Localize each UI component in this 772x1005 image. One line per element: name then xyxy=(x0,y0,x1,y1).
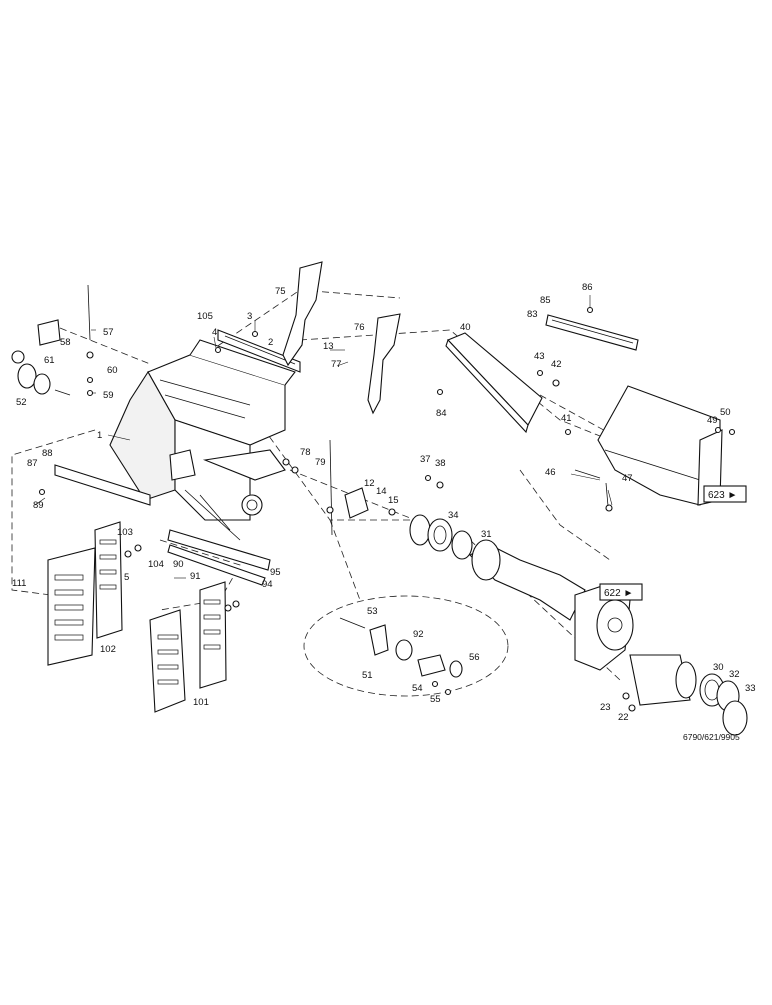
callout-88: 88 xyxy=(42,448,53,459)
callout-2: 2 xyxy=(268,337,273,348)
callout-53: 53 xyxy=(367,606,378,617)
reference-623[interactable]: 623 ► xyxy=(703,485,747,503)
callout-34: 34 xyxy=(448,510,459,521)
callout-23: 23 xyxy=(600,702,611,713)
hardware-bolts xyxy=(38,306,736,712)
callout-40: 40 xyxy=(460,322,471,333)
callout-58: 58 xyxy=(60,337,71,348)
front-bars xyxy=(54,464,271,586)
callout-labels: 1 2 3 4 5 12 13 14 15 22 23 30 31 32 33 … xyxy=(12,282,756,723)
callout-83: 83 xyxy=(527,309,538,320)
ref-622-text: 622 ► xyxy=(604,588,633,599)
callout-12: 12 xyxy=(364,478,375,489)
bearings xyxy=(409,514,473,560)
callout-33: 33 xyxy=(745,683,756,694)
rear-deflector xyxy=(597,385,723,506)
callout-57: 57 xyxy=(103,327,114,338)
callout-86: 86 xyxy=(582,282,593,293)
callout-22: 22 xyxy=(618,712,629,723)
callout-60: 60 xyxy=(107,365,118,376)
callout-76: 76 xyxy=(354,322,365,333)
callout-101: 101 xyxy=(193,697,209,708)
paddle-slots xyxy=(54,539,221,685)
callout-59: 59 xyxy=(103,390,114,401)
callout-3: 3 xyxy=(247,311,252,322)
callout-55: 55 xyxy=(430,694,441,705)
callout-91: 91 xyxy=(190,571,201,582)
callout-51: 51 xyxy=(362,670,373,681)
callout-37: 37 xyxy=(420,454,431,465)
callout-77: 77 xyxy=(331,359,342,370)
callout-46: 46 xyxy=(545,467,556,478)
callout-14: 14 xyxy=(376,486,387,497)
callout-5: 5 xyxy=(124,572,129,583)
callout-89: 89 xyxy=(33,500,44,511)
left-small-parts xyxy=(11,284,91,395)
callout-79: 79 xyxy=(315,457,326,468)
lever-parts xyxy=(369,624,463,678)
callout-42: 42 xyxy=(551,359,562,370)
callout-105: 105 xyxy=(197,311,213,322)
callout-13: 13 xyxy=(323,341,334,352)
callout-38: 38 xyxy=(435,458,446,469)
callout-31: 31 xyxy=(481,529,492,540)
callout-87: 87 xyxy=(27,458,38,469)
drawing-code: 6790/621/9905 xyxy=(683,732,740,742)
callout-94: 94 xyxy=(262,579,273,590)
callout-75: 75 xyxy=(275,286,286,297)
callout-32: 32 xyxy=(729,669,740,680)
callout-50: 50 xyxy=(720,407,731,418)
rod-and-bracket xyxy=(329,439,369,536)
top-plate xyxy=(217,329,301,373)
reference-622[interactable]: 622 ► xyxy=(599,583,643,601)
callout-1: 1 xyxy=(97,430,102,441)
cover-plate xyxy=(445,332,543,434)
callout-95: 95 xyxy=(270,567,281,578)
callout-54: 54 xyxy=(412,683,423,694)
callout-43: 43 xyxy=(534,351,545,362)
callout-30: 30 xyxy=(713,662,724,673)
callout-47: 47 xyxy=(622,473,633,484)
callout-85: 85 xyxy=(540,295,551,306)
callout-61: 61 xyxy=(44,355,55,366)
callout-111: 111 xyxy=(12,578,26,589)
callout-90: 90 xyxy=(173,559,184,570)
side-shields xyxy=(282,261,401,415)
main-hopper-body xyxy=(109,339,296,541)
ref-623-text: 623 ► xyxy=(708,490,737,501)
callout-56: 56 xyxy=(469,652,480,663)
wear-strip xyxy=(545,314,639,351)
paddles xyxy=(47,521,227,713)
callout-4: 4 xyxy=(212,327,217,338)
callout-78: 78 xyxy=(300,447,311,458)
callout-92: 92 xyxy=(413,629,424,640)
callout-102: 102 xyxy=(100,644,116,655)
callout-103: 103 xyxy=(117,527,133,538)
callout-49: 49 xyxy=(707,415,718,426)
callout-15: 15 xyxy=(388,495,399,506)
callout-104: 104 xyxy=(148,559,164,570)
callout-41: 41 xyxy=(561,413,572,424)
callout-52: 52 xyxy=(16,397,27,408)
callout-84: 84 xyxy=(436,408,447,419)
